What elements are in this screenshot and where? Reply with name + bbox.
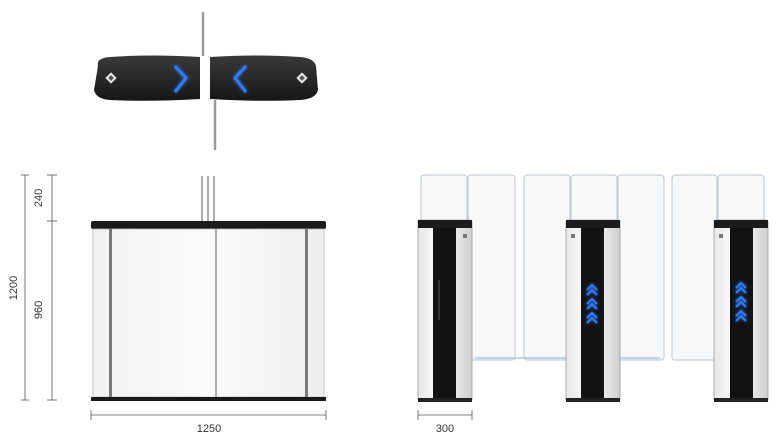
- height-dimensions: [21, 174, 57, 401]
- top-view-right-cabinet: [210, 55, 318, 101]
- front-view-post-right: [305, 229, 308, 397]
- double-chevron-up-icon: [586, 283, 598, 324]
- side-cabinet-2: [565, 219, 621, 402]
- top-view-passage: [200, 56, 210, 101]
- side-cabinet-1: [417, 219, 473, 402]
- front-view-base: [91, 397, 326, 401]
- front-view-top-cover: [91, 221, 326, 229]
- front-view-post-left: [109, 229, 112, 397]
- side-cabinet-3: [713, 219, 769, 402]
- top-view-left-cabinet: [94, 55, 200, 101]
- width-dimension-front: [90, 410, 327, 420]
- front-view-body: [92, 228, 325, 398]
- dimension-240: 240: [33, 189, 45, 207]
- chevron-right-icon: [173, 64, 188, 93]
- dimension-1200: 1200: [8, 276, 20, 300]
- double-chevron-up-icon: [735, 281, 747, 322]
- top-view: [94, 12, 318, 150]
- dimension-960: 960: [33, 301, 45, 319]
- dimension-300: 300: [436, 423, 454, 435]
- front-view: [91, 176, 326, 401]
- side-view: [417, 174, 769, 402]
- width-dimension-side: [417, 410, 473, 420]
- dimension-1250: 1250: [197, 423, 221, 435]
- chevron-left-icon: [233, 64, 248, 93]
